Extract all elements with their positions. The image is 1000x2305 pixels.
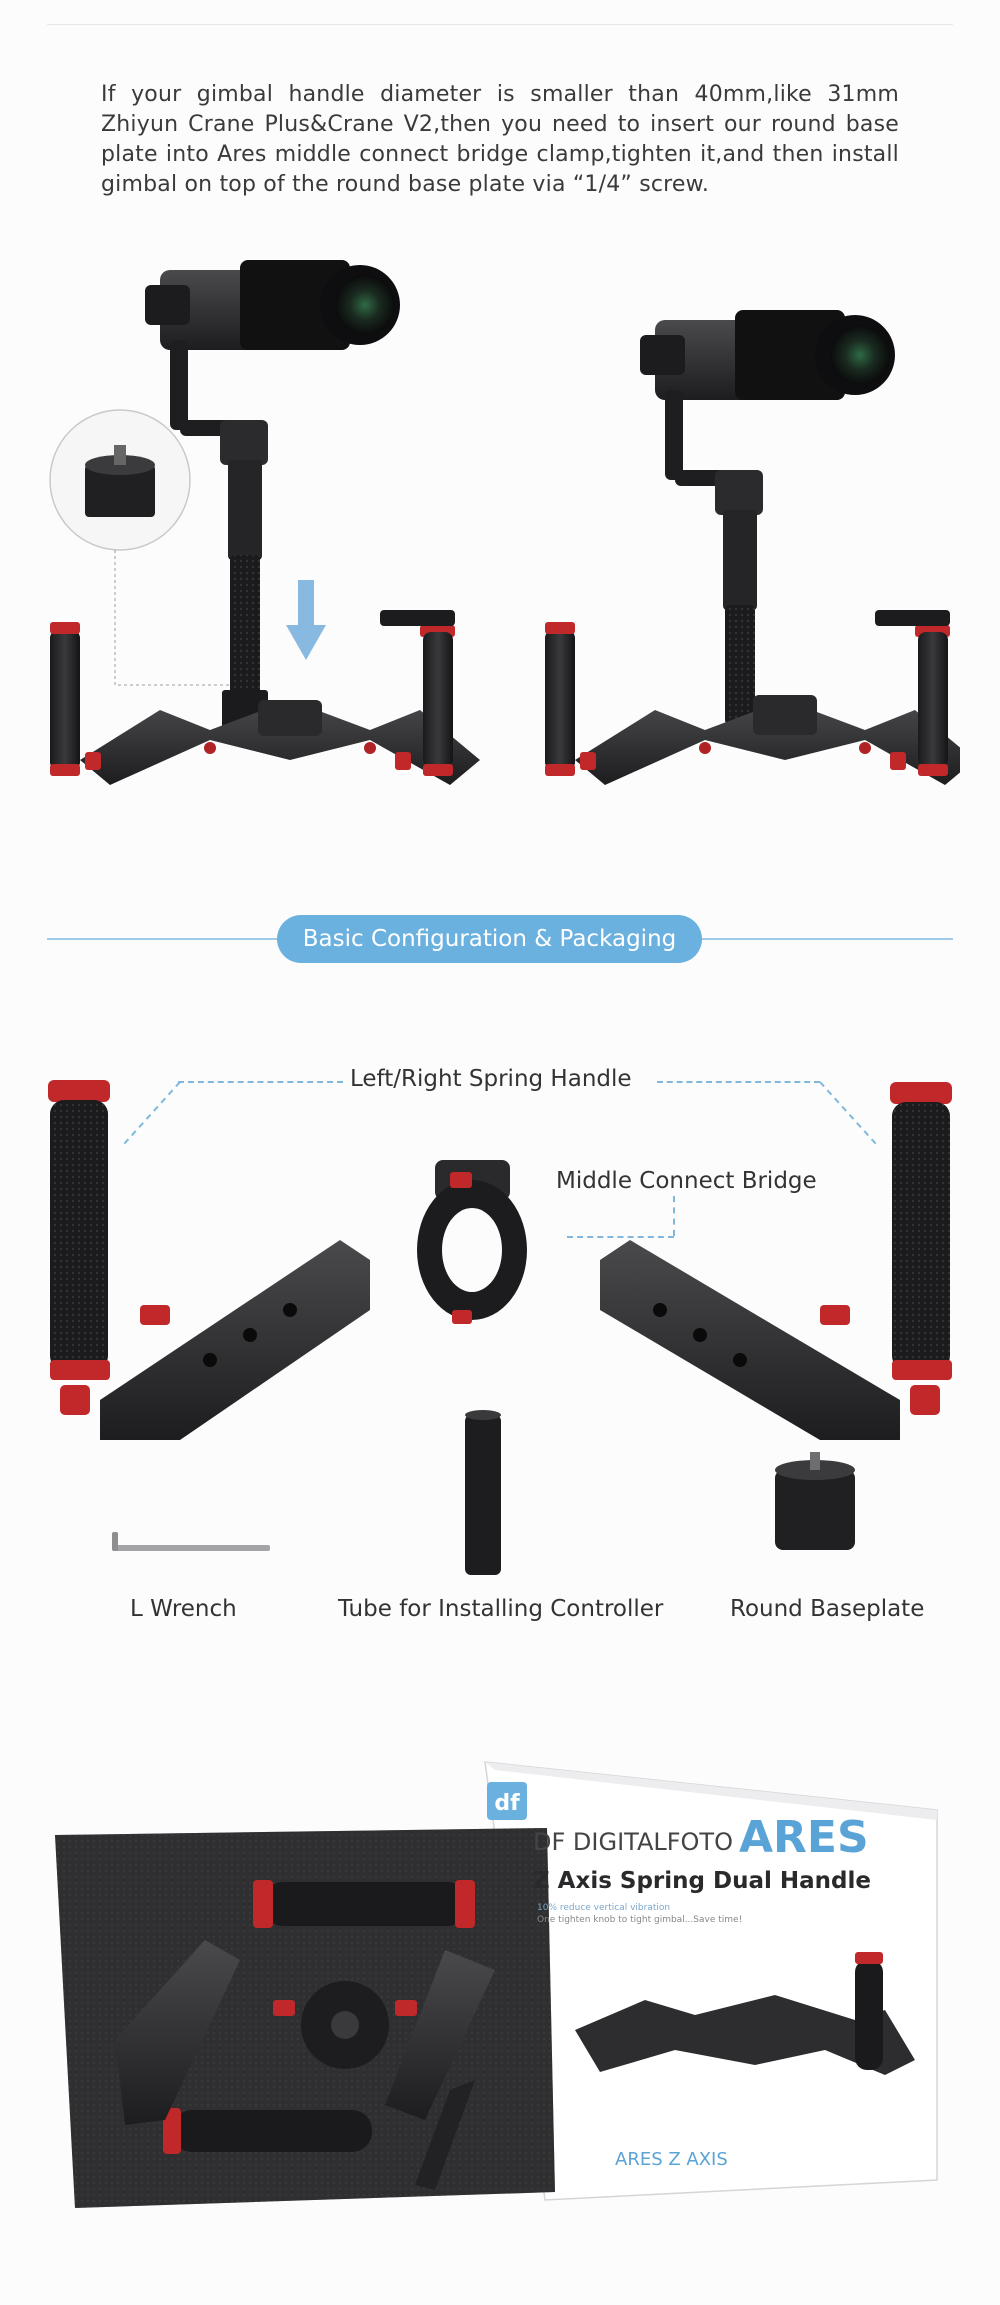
handle-leader-left-diag [123, 1081, 181, 1145]
box-bottom-name: ARES Z AXIS [615, 2149, 728, 2170]
middle-connect-bridge-photo [417, 1160, 527, 1324]
top-divider [47, 24, 953, 25]
box-tagline-2: One tighten knob to tight gimbal...Save … [537, 1915, 742, 1925]
label-controller-tube: Tube for Installing Controller [338, 1596, 664, 1622]
handle-leader-right [657, 1081, 820, 1083]
bridge-leader-vertical [673, 1196, 675, 1236]
left-spring-handle-photo [48, 1080, 370, 1440]
right-spring-handle-photo [600, 1082, 952, 1440]
box-tagline: 10% reduce vertical vibration [537, 1903, 670, 1913]
label-middle-bridge: Middle Connect Bridge [556, 1168, 817, 1194]
gimbal-installation-photos [49, 260, 960, 785]
l-wrench-photo [112, 1532, 270, 1551]
packaging-photo: df DF DIGITALFOTO ARES Z Axis Spring Dua… [55, 1761, 938, 2208]
left-assembly-photo [49, 260, 480, 785]
box-product-name: ARES [739, 1812, 869, 1863]
intro-paragraph: If your gimbal handle diameter is smalle… [101, 82, 899, 197]
box-brand-text: DF DIGITALFOTO [533, 1828, 733, 1856]
bridge-leader-horizontal [567, 1236, 674, 1238]
box-logo-mark: df [494, 1791, 520, 1816]
configuration-parts-photo [48, 1080, 952, 1575]
box-subtitle: Z Axis Spring Dual Handle [533, 1868, 871, 1894]
section-title-pill: Basic Configuration & Packaging [277, 915, 702, 963]
controller-tube-photo [465, 1410, 501, 1575]
label-l-wrench: L Wrench [130, 1596, 237, 1622]
handle-leader-left [178, 1081, 343, 1083]
label-spring-handle: Left/Right Spring Handle [350, 1066, 632, 1092]
round-baseplate-photo [775, 1452, 855, 1550]
label-round-baseplate: Round Baseplate [730, 1596, 925, 1622]
handle-leader-right-diag [819, 1081, 877, 1145]
right-assembly-photo [545, 310, 960, 785]
